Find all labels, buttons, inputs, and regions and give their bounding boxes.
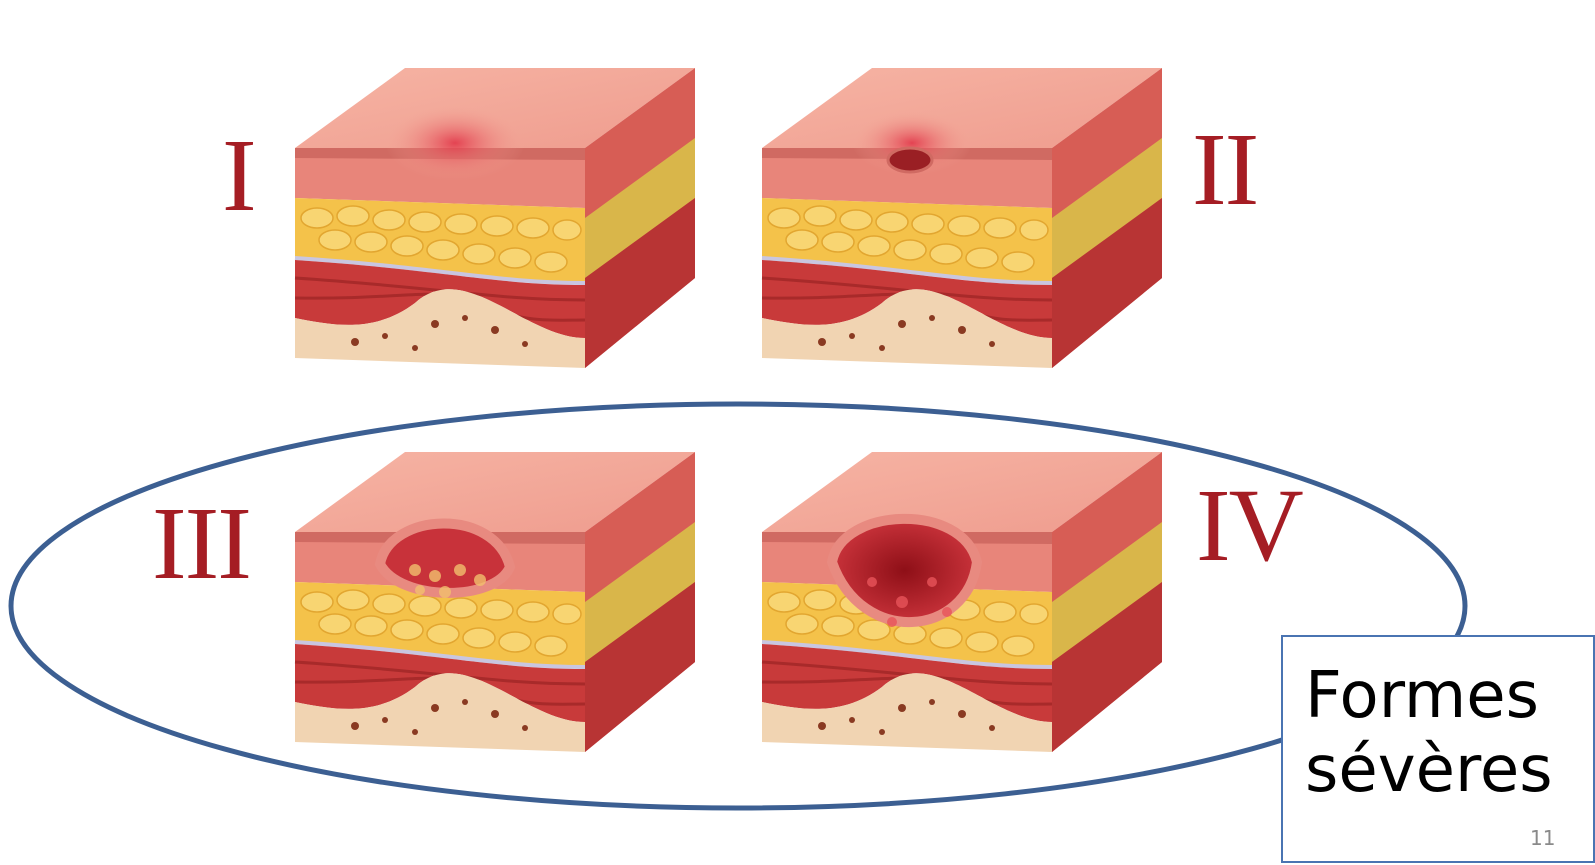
callout-line-2: sévères xyxy=(1305,733,1593,807)
stage-2-illustration xyxy=(762,68,1162,368)
stage-1-illustration xyxy=(295,68,695,368)
stage-4-illustration xyxy=(762,452,1162,752)
callout-line-1: Formes xyxy=(1305,659,1593,733)
stage-label-3: III xyxy=(152,492,250,596)
stage-3-illustration xyxy=(295,452,695,752)
severe-forms-ellipse xyxy=(11,404,1465,808)
stage-label-2: II xyxy=(1192,118,1257,222)
stage-label-4: IV xyxy=(1196,474,1302,578)
stage-label-1: I xyxy=(222,124,255,228)
slide-page-number: 11 xyxy=(1530,826,1555,850)
